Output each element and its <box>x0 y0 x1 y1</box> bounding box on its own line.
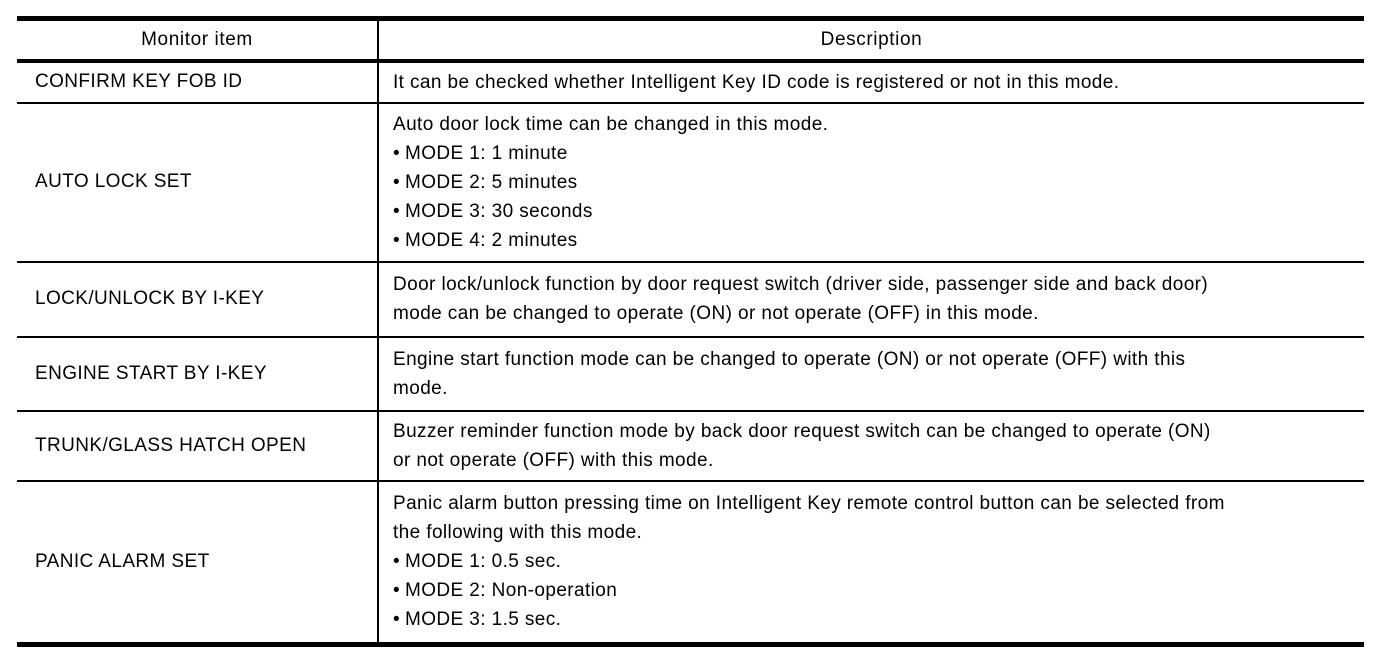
bullet-text: MODE 3: 1.5 sec. <box>405 609 562 631</box>
monitor-item-cell: ENGINE START BY I-KEY <box>17 336 379 412</box>
table-body: CONFIRM KEY FOB ID It can be checked whet… <box>17 60 1364 646</box>
description-cell: Auto door lock time can be changed in th… <box>378 102 1364 263</box>
monitor-item-cell: TRUNK/GLASS HATCH OPEN <box>17 410 379 482</box>
description-text: Buzzer reminder function mode by back do… <box>393 420 1211 471</box>
table-row: ENGINE START BY I-KEY Engine start functi… <box>17 336 1364 412</box>
table-row: AUTO LOCK SET Auto door lock time can be … <box>17 102 1364 263</box>
bullet-icon: • <box>393 229 401 251</box>
bullet-text: MODE 4: 2 minutes <box>405 229 578 251</box>
monitor-item-cell: LOCK/UNLOCK BY I-KEY <box>17 261 379 338</box>
description-text: Door lock/unlock function by door reques… <box>393 274 1209 324</box>
table-row: TRUNK/GLASS HATCH OPEN Buzzer reminder fu… <box>17 410 1364 482</box>
bullet-item: •MODE 1: 1 minute <box>393 139 1356 168</box>
bullet-text: MODE 1: 0.5 sec. <box>405 551 562 573</box>
bullet-icon: • <box>393 609 401 631</box>
bullet-icon: • <box>393 551 401 573</box>
bullet-icon: • <box>393 200 401 222</box>
description-text: Auto door lock time can be changed in th… <box>393 113 829 135</box>
bullet-text: MODE 1: 1 minute <box>405 142 568 164</box>
bullet-text: MODE 2: Non-operation <box>405 580 618 602</box>
monitor-item-cell: PANIC ALARM SET <box>17 480 379 646</box>
monitor-items-table: Monitor item Description CONFIRM KEY FOB… <box>17 16 1364 647</box>
bullet-item: •MODE 2: 5 minutes <box>393 168 1356 197</box>
description-cell: Engine start function mode can be change… <box>378 336 1364 412</box>
bullet-text: MODE 3: 30 seconds <box>405 200 593 222</box>
bullet-icon: • <box>393 171 401 193</box>
description-cell: Buzzer reminder function mode by back do… <box>378 410 1364 482</box>
description-text: Engine start function mode can be change… <box>393 348 1186 399</box>
description-cell: Door lock/unlock function by door reques… <box>378 261 1364 338</box>
description-text: Panic alarm button pressing time on Inte… <box>393 493 1225 544</box>
description-text: It can be checked whether Intelligent Ke… <box>393 71 1120 93</box>
bullet-item: •MODE 4: 2 minutes <box>393 226 1356 255</box>
description-cell: It can be checked whether Intelligent Ke… <box>378 60 1364 104</box>
bullet-list: •MODE 1: 1 minute•MODE 2: 5 minutes•MODE… <box>393 139 1356 255</box>
bullet-list: •MODE 1: 0.5 sec.•MODE 2: Non-operation•… <box>393 547 1356 634</box>
bullet-item: •MODE 3: 1.5 sec. <box>393 605 1356 634</box>
bullet-item: •MODE 3: 30 seconds <box>393 197 1356 226</box>
header-row: Monitor item Description <box>17 18 1364 63</box>
bullet-text: MODE 2: 5 minutes <box>405 171 578 193</box>
monitor-item-cell: CONFIRM KEY FOB ID <box>17 60 379 104</box>
bullet-item: •MODE 1: 0.5 sec. <box>393 547 1356 576</box>
column-header-monitor-item: Monitor item <box>17 18 379 63</box>
table-row: CONFIRM KEY FOB ID It can be checked whet… <box>17 60 1364 104</box>
bullet-icon: • <box>393 580 401 602</box>
monitor-item-cell: AUTO LOCK SET <box>17 102 379 263</box>
table-row: PANIC ALARM SET Panic alarm button pressi… <box>17 480 1364 646</box>
bullet-icon: • <box>393 142 401 164</box>
bullet-item: •MODE 2: Non-operation <box>393 576 1356 605</box>
description-cell: Panic alarm button pressing time on Inte… <box>378 480 1364 646</box>
column-header-description: Description <box>378 18 1364 63</box>
table-row: LOCK/UNLOCK BY I-KEY Door lock/unlock fun… <box>17 261 1364 338</box>
